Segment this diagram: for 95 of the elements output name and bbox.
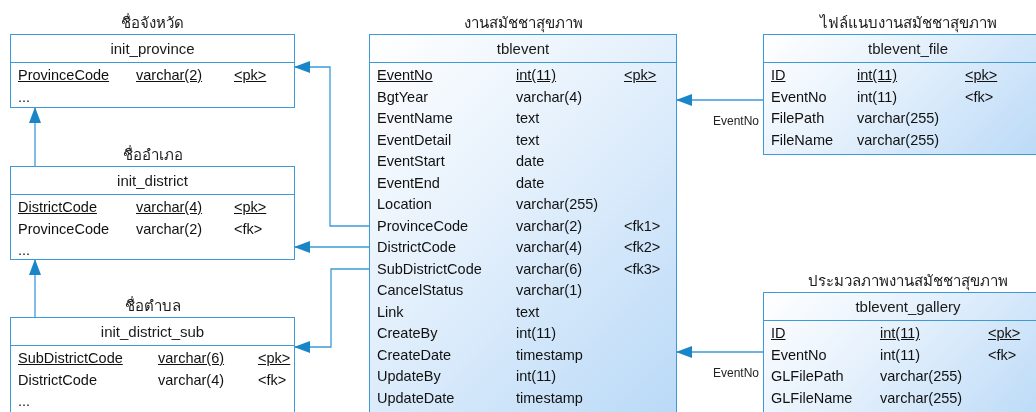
table-cell: varchar(6) [516,260,583,278]
table-cell: timestamp [516,389,583,407]
table-cell: <fk2> [624,239,661,257]
table-cell: varchar(4) [136,199,203,217]
table-cell: EventEnd [377,174,440,192]
table-name: init_district_sub [100,323,205,340]
table-cell: GLFilePath [771,368,844,386]
table-cell: date [516,174,545,192]
table-cell: FileName [771,131,834,149]
table-cell: varchar(4) [158,371,225,389]
table-cell: int(11) [857,88,898,106]
table-cell: FilePath [771,110,825,128]
table-cell: <pk> [988,325,1021,343]
table-name: init_district [117,172,188,189]
table-cell: EventDetail [377,131,452,149]
table-heading: ประมวลภาพงานสมัชชาสุขภาพ [807,271,1009,293]
table-cell: <pk> [258,350,291,368]
table-cell: CreateBy [377,325,438,343]
table-cell: Link [377,303,404,321]
table-cell: varchar(2) [136,220,203,238]
table-cell: int(11) [516,67,557,85]
table-heading: ไฟล์แนบงานสมัชชาสุขภาพ [818,13,998,35]
table-cell: varchar(1) [516,282,583,300]
table-cell: <fk> [988,346,1017,364]
relationship-arrow [29,259,41,318]
table-cell: <fk1> [624,217,661,235]
table-cell: varchar(255) [857,131,940,149]
table-cell: EventNo [771,346,827,364]
table-cell: <pk> [965,67,998,85]
table-cell: varchar(255) [516,196,599,214]
table-cell: date [516,153,545,171]
table-cell: text [516,131,540,149]
table-cell: varchar(2) [136,67,203,85]
relationship-arrow [294,61,370,227]
table-cell: int(11) [880,325,921,343]
table-heading: ชื่อตำบล [123,295,182,316]
table-cell: <pk> [234,67,267,85]
table-cell: ProvinceCode [377,217,469,235]
table-cell: varchar(4) [516,88,583,106]
table-cell: EventStart [377,153,445,171]
table-name: tblevent_file [867,40,949,57]
relationship-arrow [676,94,764,106]
table-name: tblevent [496,40,550,57]
relationship-arrow [676,346,764,358]
table-heading: งานสมัชชาสุขภาพ [462,13,584,35]
table-cell: CreateDate [377,346,452,364]
edge-label: EventNo [712,114,759,128]
table-cell: <pk> [624,67,657,85]
table-cell: varchar(2) [516,217,583,235]
table-cell: varchar(255) [880,389,963,407]
table-cell: text [516,110,540,128]
table-cell: ProvinceCode [18,67,110,85]
table-heading: ชื่อจังหวัด [120,12,185,33]
table-cell: EventNo [377,67,433,85]
relationship-arrow [29,107,41,167]
relationship-arrow [294,268,370,353]
table-cell: ... [18,88,31,106]
table-cell: ID [771,325,786,343]
table-cell: varchar(4) [516,239,583,257]
table-cell: text [516,303,540,321]
table-cell: int(11) [516,368,557,386]
table-cell: DistrictCode [18,371,97,389]
table-cell: int(11) [857,67,898,85]
table-cell: <fk> [965,88,994,106]
table-cell: UpdateDate [377,389,455,407]
table-cell: <pk> [234,199,267,217]
table-name: tblevent_gallery [855,298,961,315]
table-cell: int(11) [516,325,557,343]
table-cell: <fk3> [624,260,661,278]
table-cell: int(11) [880,346,921,364]
table-cell: GLFileName [771,389,853,407]
table-cell: timestamp [516,346,583,364]
table-cell: CancelStatus [377,282,464,300]
table-cell: ... [18,393,31,411]
table-cell: EventName [377,110,453,128]
table-name: init_province [110,40,195,57]
table-cell: EventNo [771,88,827,106]
table-cell: Location [377,196,432,214]
table-cell: SubDistrictCode [377,260,482,278]
relationship-arrow [294,241,370,253]
table-cell: varchar(255) [857,110,940,128]
table-cell: DistrictCode [18,199,97,217]
table-cell: ... [18,242,31,260]
table-cell: varchar(255) [880,368,963,386]
table-cell: BgtYear [377,88,429,106]
table-cell: SubDistrictCode [18,350,123,368]
table-cell: <fk> [258,371,287,389]
table-cell: <fk> [234,220,263,238]
table-cell: varchar(6) [158,350,225,368]
table-cell: DistrictCode [377,239,456,257]
table-cell: ID [771,67,786,85]
table-cell: UpdateBy [377,368,441,386]
table-cell: ProvinceCode [18,220,110,238]
table-heading: ชื่ออำเภอ [121,144,184,165]
edge-label: EventNo [712,366,759,380]
